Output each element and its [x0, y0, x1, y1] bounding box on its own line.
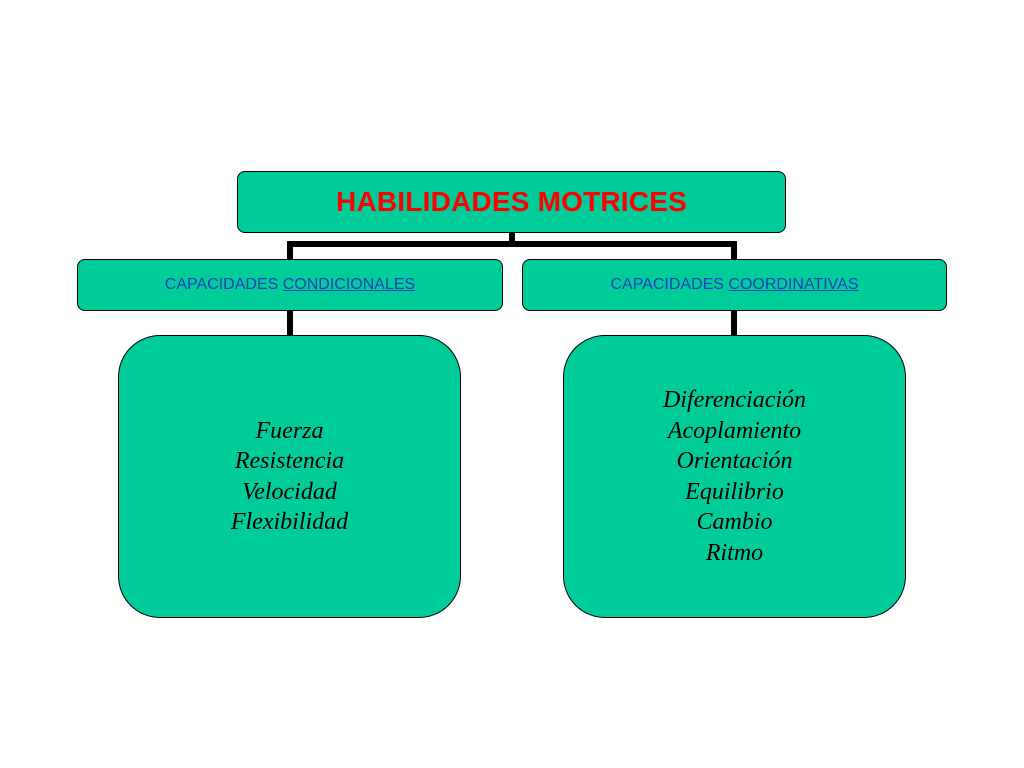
list-item: Cambio	[696, 509, 773, 535]
root-node-label: HABILIDADES MOTRICES	[336, 186, 687, 217]
list-item: Diferenciación	[662, 387, 807, 413]
branch-label-condicionales: CAPACIDADES CONDICIONALES	[165, 276, 415, 294]
branch-label-prefix: CAPACIDADES	[610, 276, 729, 293]
list-item: Velocidad	[242, 478, 337, 505]
branch-node-condicionales: CAPACIDADES CONDICIONALES	[77, 259, 503, 311]
branch-label-prefix: CAPACIDADES	[164, 276, 283, 293]
root-node: HABILIDADES MOTRICES	[237, 171, 786, 233]
list-item: Fuerza	[255, 417, 324, 444]
list-item: Orientación	[676, 448, 793, 474]
list-item: Ritmo	[705, 539, 764, 566]
branch-node-coordinativas: CAPACIDADES COORDINATIVAS	[522, 259, 947, 311]
coordinativas-list-node: Diferenciación Acoplamiento Orientación …	[563, 335, 906, 618]
list-item: Flexibilidad	[230, 509, 349, 535]
branch-label-coordinativas: CAPACIDADES COORDINATIVAS	[610, 276, 858, 294]
coordinativas-link[interactable]: COORDINATIVAS	[728, 276, 859, 293]
list-item: Acoplamiento	[667, 417, 802, 444]
list-item: Equilibrio	[685, 478, 784, 505]
condicionales-list-node: Fuerza Resistencia Velocidad Flexibilida…	[118, 335, 461, 618]
list-item: Resistencia	[234, 448, 345, 474]
condicionales-link[interactable]: CONDICIONALES	[282, 276, 416, 293]
